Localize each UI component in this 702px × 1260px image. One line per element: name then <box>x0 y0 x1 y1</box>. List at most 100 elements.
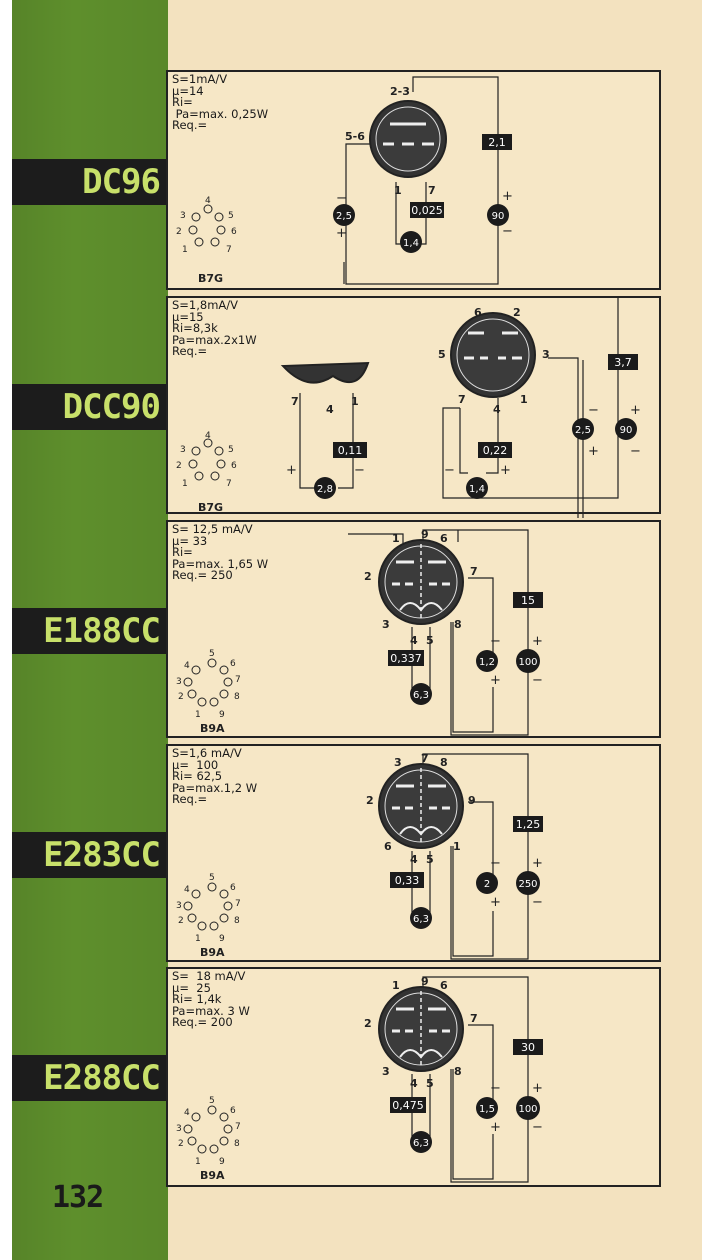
pin-label: 3 <box>382 618 390 631</box>
spec-line: Ri= 62,5 <box>172 769 223 783</box>
pin-label: 1 <box>394 184 402 197</box>
heater-voltage-badge <box>410 683 432 705</box>
pin-label: 1 <box>392 532 400 545</box>
heater-voltage-value: 6,3 <box>413 914 429 925</box>
anode-voltage-value: 100 <box>518 657 537 668</box>
heater-current-box <box>390 1097 426 1113</box>
tube-specs: S= 18 mA/V μ= 25 Ri= 1,4k Pa=max. 3 W Re… <box>172 970 250 1029</box>
pin-label: 6 <box>440 532 448 545</box>
socket-pin-label: 2 <box>176 461 182 471</box>
heater-voltage-badge <box>314 477 336 499</box>
anode-current: 30 <box>521 1041 535 1054</box>
socket-type: B9A <box>200 1169 225 1182</box>
tube-specs: S=1mA/V μ=14 Ri= Pa=max. 0,25W Req.= <box>172 72 268 132</box>
socket-pin-label: 1 <box>195 934 201 944</box>
spec-line: Pa=max. 1,65 W <box>172 556 269 571</box>
socket-diagram <box>183 658 233 707</box>
tube-circuit-diagram: 5 6 7 8 9 1 2 3 4 B9A 3 7 <box>176 752 543 960</box>
pin-label: 2 <box>364 1017 372 1030</box>
anode-current-box <box>513 816 543 832</box>
heater-current: 0,33 <box>395 874 420 887</box>
socket-pin-label: 6 <box>231 461 237 471</box>
pin-label: 8 <box>440 756 448 769</box>
pin-label: 2 <box>513 306 521 319</box>
pin-label: 5 <box>426 1077 434 1090</box>
tube-name-dc96: DC96 <box>12 159 166 205</box>
tube-specs: S= 12,5 mA/V μ= 33 Ri= Pa=max. 1,65 W Re… <box>172 523 269 582</box>
pin-label: 4 <box>410 1077 418 1090</box>
spec-line: μ= 33 <box>172 533 208 548</box>
socket-pin-label: 3 <box>176 901 182 911</box>
socket-pin-label: 7 <box>226 479 232 489</box>
socket-pin-label: 8 <box>234 916 240 926</box>
plus-sign: + <box>500 463 511 478</box>
heater-voltage-badge <box>410 907 432 929</box>
minus-sign: − <box>630 444 641 459</box>
heater-current: 0,337 <box>390 652 422 665</box>
pin-label: 7 <box>470 1012 478 1025</box>
pin-label: 7 <box>291 395 299 408</box>
minus-sign: − <box>532 1120 543 1135</box>
socket-pin-label: 1 <box>195 1157 201 1167</box>
plus-sign: + <box>336 226 347 241</box>
pin-label: 2 <box>364 570 372 583</box>
anode-current-box <box>608 354 638 370</box>
minus-sign: − <box>444 463 455 478</box>
anode-voltage-value: 90 <box>492 211 505 222</box>
socket-pin-label: 4 <box>184 661 190 671</box>
anode-voltage-badge <box>516 1096 540 1120</box>
pin-label: 8 <box>454 1065 462 1078</box>
heater-voltage-2: 2,8 <box>317 484 333 495</box>
pin-label: 4 <box>326 403 334 416</box>
socket-pin-label: 5 <box>228 211 234 221</box>
socket-pin-label: 7 <box>235 1122 241 1132</box>
spec-line: S=1mA/V <box>172 72 228 86</box>
pin-label: 3 <box>382 1065 390 1078</box>
minus-sign: − <box>490 634 501 649</box>
heater-voltage-badge <box>466 477 488 499</box>
plus-sign: + <box>502 189 513 204</box>
pin-label: 9 <box>468 794 476 807</box>
tube-circuit-diagram: 5 6 7 8 9 1 2 3 4 B9A <box>176 528 543 736</box>
heater-current-box <box>388 650 424 666</box>
minus-sign: − <box>354 463 365 478</box>
minus-sign: − <box>490 856 501 871</box>
pin-label: 2 <box>366 794 374 807</box>
pin-label: 2-3 <box>390 85 410 98</box>
spec-line: Req.= 250 <box>172 568 233 582</box>
tube-name-e188cc: E188CC <box>12 608 166 654</box>
plus-sign: + <box>630 403 641 418</box>
minus-sign: − <box>532 673 543 688</box>
heater-current-2: 0,11 <box>338 444 363 457</box>
anode-voltage-badge <box>516 649 540 673</box>
tube-specs: S=1,6 mA/V μ= 100 Ri= 62,5 Pa=max.1,2 W … <box>172 746 257 806</box>
plus-sign: + <box>532 856 543 871</box>
plus-sign: + <box>490 1120 501 1135</box>
plus-sign: + <box>588 444 599 459</box>
anode-voltage-value: 250 <box>518 879 537 890</box>
anode-current-box <box>513 1039 543 1055</box>
spec-line: Req.= <box>172 792 208 806</box>
pin-label: 3 <box>394 756 402 769</box>
heater-voltage-badge <box>400 231 422 253</box>
pin-label: 6 <box>474 306 482 319</box>
anode-current: 3,7 <box>614 356 632 369</box>
socket-pin-label: 6 <box>230 1106 236 1116</box>
pin-label: 1 <box>351 395 359 408</box>
heater-current: 0,475 <box>392 1099 424 1112</box>
minus-sign: − <box>502 224 513 239</box>
pin-label: 1 <box>453 840 461 853</box>
pin-label: 7 <box>458 393 466 406</box>
grid-bias-value: 2 <box>484 879 490 890</box>
spec-line: S=1,6 mA/V <box>172 746 242 760</box>
anode-current: 1,25 <box>516 818 541 831</box>
tube-name-e283cc: E283CC <box>12 832 166 878</box>
socket-type: B7G <box>198 272 223 285</box>
heater-voltage-badge <box>410 1131 432 1153</box>
heater-current-box <box>333 442 367 458</box>
heater-current: 0,025 <box>411 204 443 217</box>
plus-sign: + <box>532 1081 543 1096</box>
socket-type: B9A <box>200 722 225 735</box>
spec-line: μ= 25 <box>172 980 211 995</box>
socket-pin-label: 7 <box>235 899 241 909</box>
